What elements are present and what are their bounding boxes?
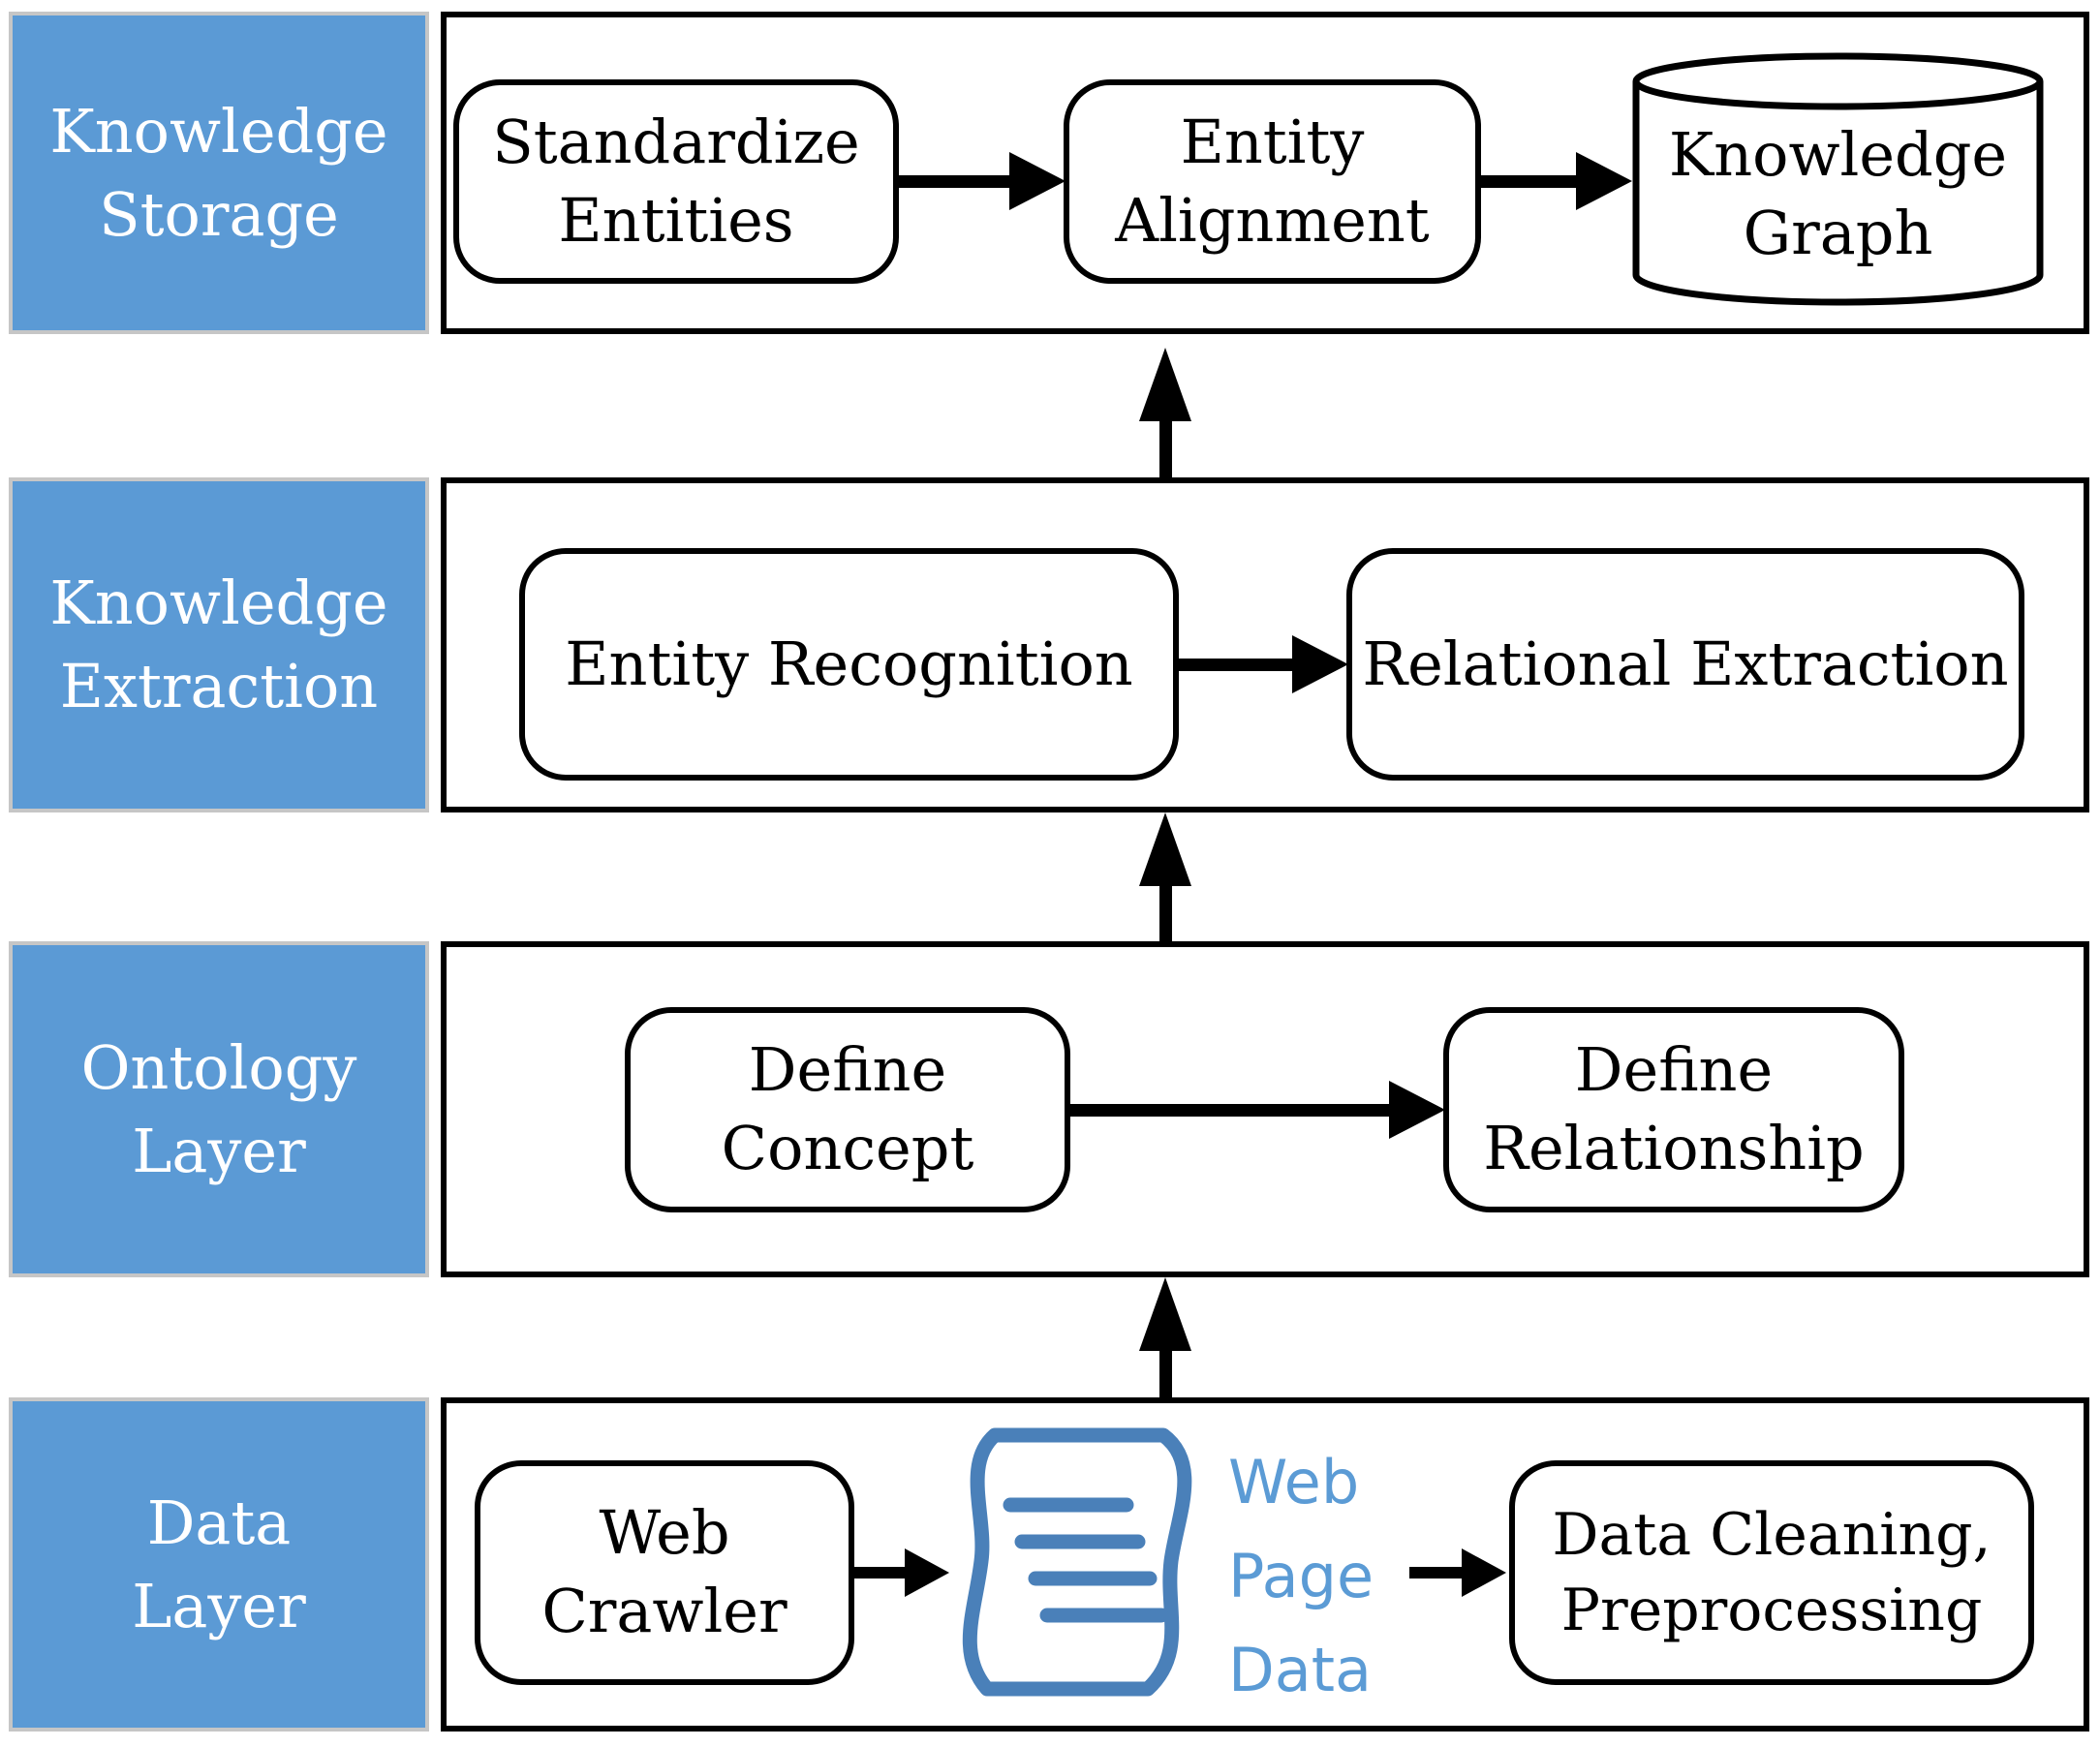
- web-page-data-line1: Web: [1228, 1447, 1360, 1517]
- data-cleaning-line1: Data Cleaning,: [1552, 1501, 1992, 1569]
- arrow-head-icon: [1139, 348, 1191, 421]
- node-entity-alignment: Entity Alignment: [1064, 79, 1481, 284]
- define-concept-line2: Concept: [721, 1113, 974, 1183]
- node-standardize-entities: Standardize Entities: [453, 79, 899, 284]
- node-define-relationship: Define Relationship: [1443, 1007, 1904, 1212]
- knowledge-graph-label: Knowledge Graph: [1630, 79, 2046, 310]
- ontology-layer-label-line2: Layer: [132, 1115, 306, 1186]
- knowledge-graph-line2: Graph: [1743, 198, 1933, 268]
- standardize-entities-line2: Entities: [558, 184, 794, 256]
- node-define-concept: Define Concept: [625, 1007, 1070, 1212]
- arrow-concept-to-relationship: [1068, 1081, 1445, 1139]
- scroll-document-icon: [962, 1427, 1192, 1697]
- extraction-layer-label-line1: Knowledge: [49, 567, 388, 639]
- data-cleaning-line2: Preprocessing: [1560, 1577, 1983, 1644]
- arrow-extraction-to-storage: [1139, 348, 1191, 477]
- node-knowledge-graph: Knowledge Graph: [1630, 50, 2046, 310]
- web-page-data-line2: Page: [1228, 1541, 1374, 1611]
- ontology-layer-label: Ontology Layer: [9, 941, 429, 1277]
- web-crawler-line1: Web: [599, 1497, 730, 1569]
- extraction-layer-label: Knowledge Extraction: [9, 477, 429, 812]
- arrow-shaft: [1409, 1567, 1462, 1578]
- node-web-crawler: Web Crawler: [475, 1460, 854, 1685]
- web-page-data-label: Web Page Data: [1228, 1435, 1441, 1716]
- arrow-ontology-to-extraction: [1139, 812, 1191, 941]
- arrow-head-icon: [1462, 1548, 1506, 1597]
- web-page-data-line3: Data: [1228, 1635, 1373, 1705]
- entity-alignment-line2: Alignment: [1115, 184, 1430, 256]
- storage-layer-label: Knowledge Storage: [9, 12, 429, 334]
- web-crawler-line2: Crawler: [541, 1576, 788, 1646]
- arrow-head-icon: [1292, 635, 1348, 693]
- arrow-shaft: [1158, 886, 1172, 941]
- knowledge-graph-line1: Knowledge: [1668, 119, 2008, 191]
- relational-extraction-label: Relational Extraction: [1362, 628, 2009, 699]
- node-entity-recognition: Entity Recognition: [519, 548, 1179, 781]
- arrow-shaft: [897, 174, 1009, 188]
- data-layer-label-line1: Data: [146, 1486, 292, 1558]
- storage-layer-label-line1: Knowledge: [49, 95, 388, 167]
- arrow-shaft: [1158, 1351, 1172, 1397]
- arrow-alignment-to-graph: [1479, 152, 1632, 210]
- web-page-data-icon-wrap: [954, 1425, 1208, 1704]
- arrow-crawler-to-webpage: [850, 1548, 949, 1598]
- entity-alignment-line1: Entity: [1180, 106, 1365, 177]
- define-relationship-line1: Define: [1574, 1034, 1774, 1106]
- arrow-shaft: [1068, 1103, 1389, 1117]
- arrow-head-icon: [1389, 1081, 1445, 1139]
- extraction-layer-label-line2: Extraction: [59, 651, 379, 721]
- arrow-standardize-to-alignment: [897, 152, 1065, 210]
- arrow-shaft: [1177, 658, 1292, 671]
- arrow-shaft: [1158, 421, 1172, 477]
- arrow-recognition-to-relational: [1177, 635, 1348, 693]
- arrow-webpage-to-cleaning: [1409, 1548, 1506, 1598]
- data-layer-label-line2: Layer: [132, 1570, 306, 1641]
- define-relationship-line2: Relationship: [1483, 1113, 1865, 1183]
- arrow-data-to-ontology: [1139, 1277, 1191, 1397]
- arrow-head-icon: [1139, 1277, 1191, 1351]
- entity-recognition-label: Entity Recognition: [565, 628, 1133, 699]
- database-cylinder-icon: [1632, 52, 2044, 306]
- arrow-shaft: [1479, 174, 1576, 188]
- data-layer-label: Data Layer: [9, 1397, 429, 1732]
- arrow-head-icon: [1576, 152, 1632, 210]
- node-relational-extraction: Relational Extraction: [1346, 548, 2024, 781]
- standardize-entities-line1: Standardize: [492, 106, 860, 177]
- node-data-cleaning-preprocessing: Data Cleaning, Preprocessing: [1509, 1460, 2034, 1685]
- arrow-head-icon: [1139, 812, 1191, 886]
- define-concept-line1: Define: [748, 1034, 947, 1106]
- arrow-shaft: [850, 1567, 905, 1578]
- arrow-head-icon: [905, 1548, 949, 1597]
- arrow-head-icon: [1009, 152, 1065, 210]
- storage-layer-label-line2: Storage: [99, 178, 339, 250]
- ontology-layer-label-line1: Ontology: [80, 1031, 357, 1103]
